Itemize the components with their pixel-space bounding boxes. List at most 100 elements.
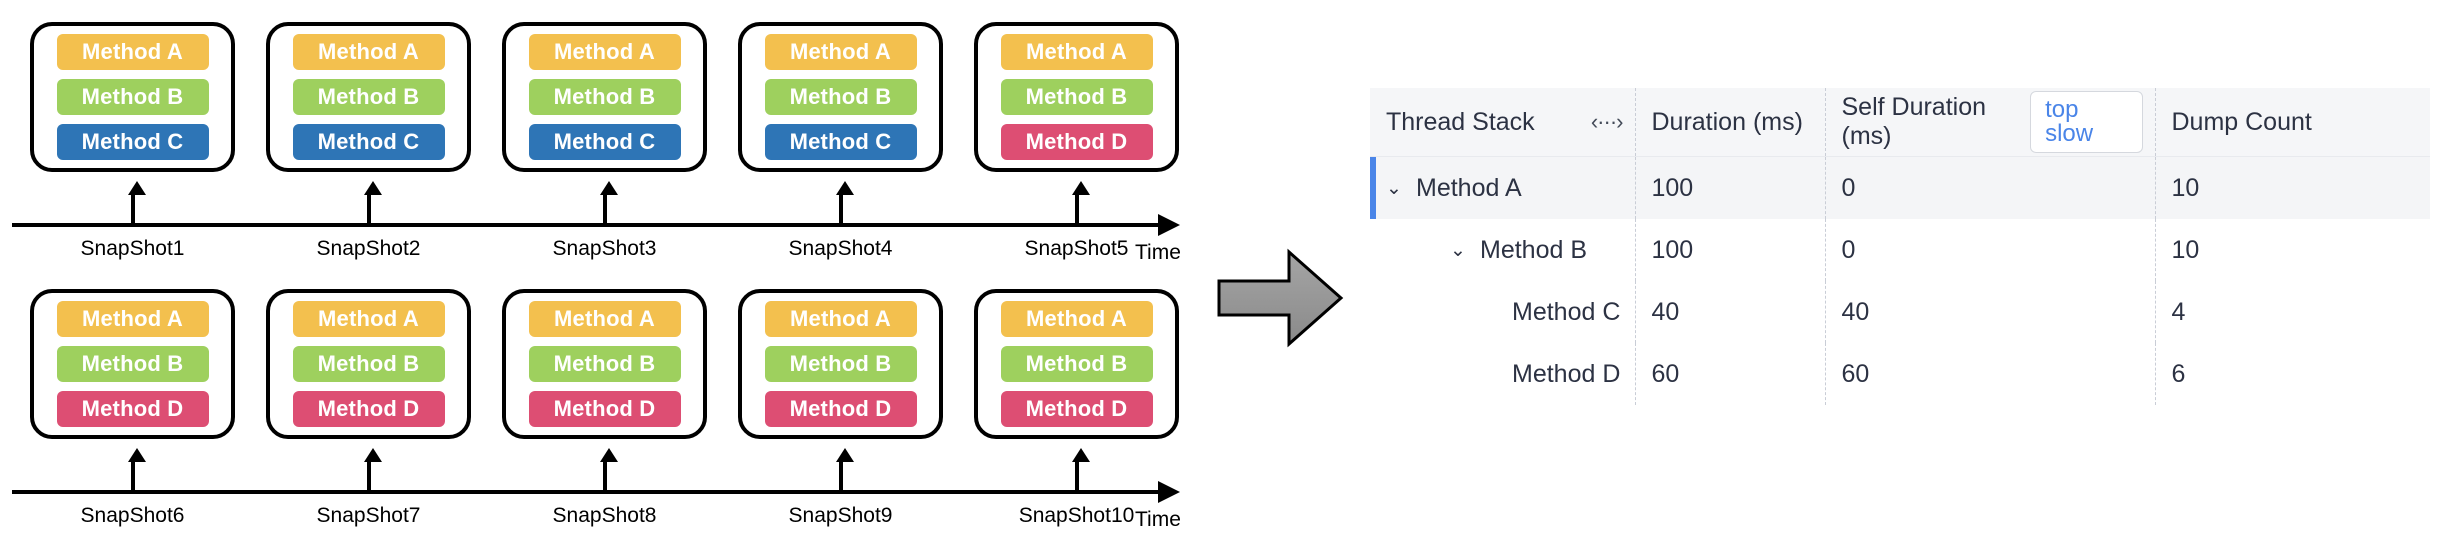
snapshot-label: SnapShot7 <box>316 504 421 527</box>
method-bar: Method D <box>764 391 917 427</box>
method-bar: Method B <box>528 346 681 382</box>
method-bar: Method C <box>56 124 209 160</box>
thread-stack-table: Thread Stack ‹···› Duration (ms) Self Du… <box>1370 88 2430 405</box>
method-bar: Method C <box>292 124 445 160</box>
tree-node: ⌄ Method A <box>1386 174 1635 203</box>
timeline-row-1: Method A Method B Method C Method A Method B… <box>0 8 1210 264</box>
method-bar: Method D <box>528 391 681 427</box>
method-bar: Method B <box>292 79 445 115</box>
snapshot-label: SnapShot6 <box>80 504 185 527</box>
axis-tick <box>602 191 607 225</box>
axis-tick <box>1074 191 1079 225</box>
axis-tick-arrowhead-icon <box>599 181 618 195</box>
method-bar: Method A <box>56 301 209 337</box>
snapshot-box: Method A Method B Method C <box>738 22 943 172</box>
cell-duration: 40 <box>1635 281 1826 343</box>
column-header-duration[interactable]: Duration (ms) <box>1635 88 1826 157</box>
axis-arrowhead-icon <box>1158 481 1180 503</box>
cell-self-duration: 0 <box>1825 156 2156 219</box>
chevron-down-icon[interactable]: ⌄ <box>1386 177 1402 199</box>
snapshot-label: SnapShot3 <box>552 237 657 260</box>
snapshot-label: SnapShot4 <box>788 237 893 260</box>
right-arrow-icon <box>1215 248 1345 348</box>
cell-thread-stack[interactable]: Method D <box>1370 343 1636 405</box>
tree-node: Method C <box>1386 298 1635 327</box>
method-name-label: Method B <box>1480 235 1588 264</box>
axis-line <box>12 490 1160 494</box>
method-bar: Method A <box>1000 301 1153 337</box>
method-bar: Method B <box>1000 346 1153 382</box>
timeline-row-2: Method A Method B Method D Method A Method B… <box>0 275 1210 531</box>
axis-tick <box>366 458 371 492</box>
chevron-down-icon[interactable]: ⌄ <box>1450 239 1466 261</box>
cell-duration: 100 <box>1635 156 1826 219</box>
method-bar: Method A <box>764 301 917 337</box>
column-header-thread-stack[interactable]: Thread Stack ‹···› <box>1370 88 1636 157</box>
axis-tick-arrowhead-icon <box>835 448 854 462</box>
column-header-dump-count[interactable]: Dump Count <box>2155 88 2430 157</box>
method-bar: Method B <box>528 79 681 115</box>
axis-line <box>12 223 1160 227</box>
snapshot-box: Method A Method B Method D <box>974 289 1179 439</box>
cell-self-duration: 0 <box>1825 219 2156 281</box>
method-bar: Method B <box>292 346 445 382</box>
cell-thread-stack[interactable]: Method C <box>1370 281 1636 343</box>
axis-tick <box>602 458 607 492</box>
method-bar: Method D <box>1000 124 1153 160</box>
method-bar: Method C <box>528 124 681 160</box>
resize-handle-icon[interactable]: ‹···› <box>1590 109 1624 134</box>
column-label-duration: Duration (ms) <box>1651 107 1803 136</box>
method-bar: Method B <box>56 346 209 382</box>
method-bar: Method A <box>1000 34 1153 70</box>
method-bar: Method A <box>292 301 445 337</box>
method-bar: Method B <box>764 79 917 115</box>
column-label-self-duration: Self Duration (ms) <box>1841 93 1987 150</box>
snapshot-label: SnapShot9 <box>788 504 893 527</box>
snapshot-label: SnapShot10 <box>1018 504 1135 527</box>
method-bar: Method A <box>764 34 917 70</box>
snapshot-row-1: Method A Method B Method C Method A Method B… <box>30 22 1179 172</box>
axis-tick <box>838 458 843 492</box>
column-label-dump-count: Dump Count <box>2171 107 2312 136</box>
axis-tick <box>130 191 135 225</box>
method-bar: Method B <box>764 346 917 382</box>
axis-tick <box>366 191 371 225</box>
method-name-label: Method C <box>1512 297 1621 326</box>
snapshot-label: SnapShot5 <box>1024 237 1129 260</box>
method-bar: Method B <box>1000 79 1153 115</box>
cell-dump-count: 4 <box>2155 281 2430 343</box>
axis-tick <box>838 191 843 225</box>
method-name-label: Method A <box>1416 173 1522 202</box>
method-name-label: Method D <box>1512 359 1621 388</box>
cell-thread-stack[interactable]: ⌄ Method B <box>1370 219 1636 281</box>
axis-tick-arrowhead-icon <box>1071 448 1090 462</box>
cell-thread-stack[interactable]: ⌄ Method A <box>1370 156 1636 219</box>
cell-duration: 100 <box>1635 219 1826 281</box>
axis-tick-arrowhead-icon <box>127 448 146 462</box>
snapshot-row-2: Method A Method B Method D Method A Method B… <box>30 289 1179 439</box>
column-label-thread-stack: Thread Stack <box>1386 107 1535 136</box>
top-slow-button[interactable]: top slow <box>2030 91 2143 153</box>
tree-node: ⌄ Method B <box>1386 236 1635 265</box>
snapshot-label: SnapShot2 <box>316 237 421 260</box>
cell-self-duration: 60 <box>1825 343 2156 405</box>
method-bar: Method D <box>1000 391 1153 427</box>
column-header-self-duration[interactable]: Self Duration (ms) top slow <box>1825 88 2156 157</box>
time-axis-label-2: Time <box>1135 508 1181 531</box>
axis-tick-arrowhead-icon <box>127 181 146 195</box>
tree-node: Method D <box>1386 360 1635 389</box>
axis-tick-arrowhead-icon <box>363 448 382 462</box>
snapshot-box: Method A Method B Method D <box>974 22 1179 172</box>
method-bar: Method C <box>764 124 917 160</box>
